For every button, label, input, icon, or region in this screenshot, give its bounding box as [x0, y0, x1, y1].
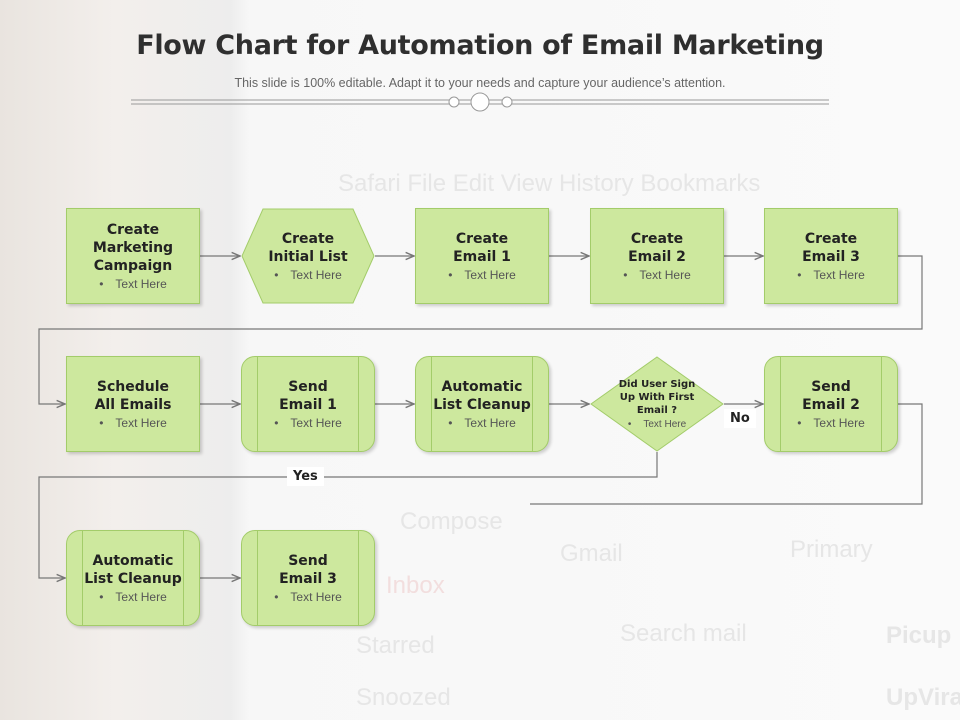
- bg-text: Starred: [356, 632, 435, 659]
- node-schedule-all-emails: Schedule All EmailsText Here: [66, 356, 200, 452]
- bg-text: Search mail: [620, 620, 747, 647]
- node-create-marketing-campaign: Create Marketing CampaignText Here: [66, 208, 200, 304]
- node-create-email-3: Create Email 3Text Here: [764, 208, 898, 304]
- node-decision-signup: Did User Sign Up With First Email ?Text …: [590, 356, 724, 452]
- node-automatic-list-cleanup-2: Automatic List CleanupText Here: [66, 530, 200, 626]
- node-send-email-1: Send Email 1Text Here: [241, 356, 375, 452]
- subtitle: This slide is 100% editable. Adapt it to…: [234, 76, 726, 90]
- page-title: Flow Chart for Automation of Email Marke…: [136, 30, 824, 61]
- node-create-initial-list: Create Initial ListText Here: [241, 208, 375, 304]
- bg-text: UpVira: [886, 684, 960, 711]
- bg-text: Inbox: [386, 572, 445, 599]
- bg-text: Safari File Edit View History Bookmarks: [338, 170, 761, 197]
- node-send-email-2: Send Email 2Text Here: [764, 356, 898, 452]
- node-automatic-list-cleanup: Automatic List CleanupText Here: [415, 356, 549, 452]
- bg-text: Primary: [790, 536, 873, 563]
- yes-label: Yes: [287, 467, 324, 486]
- bg-text: Picup: [886, 622, 952, 649]
- title-divider: [131, 92, 829, 112]
- bg-text: Compose: [400, 508, 503, 535]
- node-create-email-2: Create Email 2Text Here: [590, 208, 724, 304]
- no-label: No: [724, 409, 756, 428]
- node-create-email-1: Create Email 1Text Here: [415, 208, 549, 304]
- bg-text: Snoozed: [356, 684, 451, 711]
- node-send-email-3: Send Email 3Text Here: [241, 530, 375, 626]
- bg-text: Gmail: [560, 540, 623, 567]
